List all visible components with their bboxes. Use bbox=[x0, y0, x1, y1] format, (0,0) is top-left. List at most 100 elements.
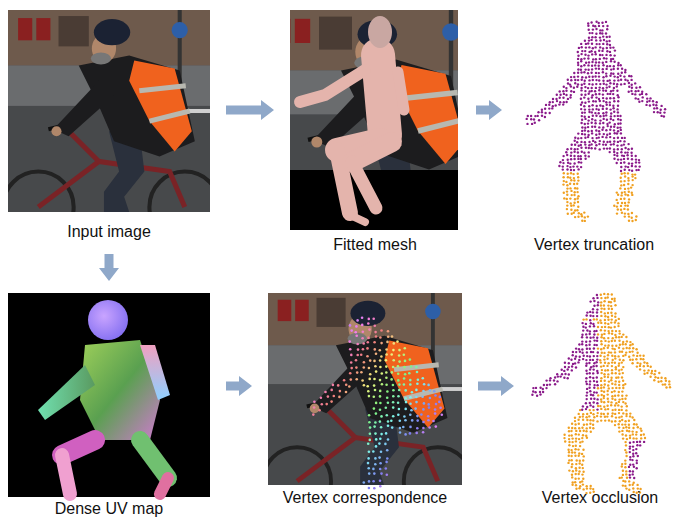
vertex-dot bbox=[423, 383, 426, 386]
vertex-dot bbox=[594, 36, 596, 38]
vertex-dot bbox=[605, 75, 607, 77]
vertex-dot bbox=[643, 433, 645, 435]
vertex-dot bbox=[566, 201, 568, 203]
vertex-dot bbox=[313, 401, 316, 404]
vertex-dot bbox=[575, 463, 577, 465]
vertex-dot bbox=[613, 137, 615, 139]
vertex-dot bbox=[618, 391, 620, 393]
panel-caption-row: Vertex occlusion bbox=[530, 488, 670, 508]
vertex-dot bbox=[582, 483, 584, 485]
vertex-dot bbox=[628, 201, 630, 203]
vertex-dot bbox=[623, 208, 625, 210]
vertex-dot bbox=[606, 43, 608, 45]
vertex-dot bbox=[580, 137, 582, 139]
vertex-dot bbox=[536, 395, 538, 397]
vertex-dot bbox=[356, 371, 359, 374]
vertex-dot bbox=[375, 412, 378, 415]
vertex-dot bbox=[554, 376, 556, 378]
vertex-dot bbox=[570, 202, 572, 204]
vertex-dot bbox=[592, 297, 594, 299]
vertex-dot bbox=[592, 140, 594, 142]
vertex-dot bbox=[587, 136, 589, 138]
vertex-dot bbox=[565, 181, 567, 183]
vertex-dot bbox=[617, 148, 619, 150]
vertex-dot bbox=[610, 68, 612, 70]
vertex-dot bbox=[568, 357, 570, 359]
vertex-dot bbox=[639, 165, 641, 167]
vertex-dot bbox=[626, 154, 628, 156]
vertex-dot bbox=[581, 322, 583, 324]
vertex-dot bbox=[552, 105, 554, 107]
vertex-dot bbox=[600, 413, 602, 415]
vertex-dot bbox=[375, 352, 378, 355]
vertex-dot bbox=[537, 111, 539, 113]
vertex-dot bbox=[631, 162, 633, 164]
vertex-dot bbox=[586, 394, 588, 396]
vertex-dot bbox=[594, 64, 596, 66]
vertex-dot bbox=[571, 434, 573, 436]
vertex-dot bbox=[618, 369, 620, 371]
vertex-dot bbox=[590, 412, 592, 414]
vertex-dot bbox=[613, 158, 615, 160]
vertex-dot bbox=[570, 205, 572, 207]
vertex-dot bbox=[580, 43, 582, 45]
vertex-dot bbox=[596, 315, 598, 317]
vertex-dot bbox=[581, 440, 583, 442]
vertex-dot bbox=[583, 211, 585, 213]
vertex-dot bbox=[570, 155, 572, 157]
vertex-dot bbox=[589, 348, 591, 350]
vertex-dot bbox=[569, 162, 571, 164]
vertex-dot bbox=[571, 451, 573, 453]
vertex-dot bbox=[312, 413, 315, 416]
vertex-dot bbox=[598, 65, 600, 67]
vertex-dot bbox=[629, 451, 631, 453]
vertex-dot bbox=[577, 137, 579, 139]
vertex-dot bbox=[628, 162, 630, 164]
vertex-dot bbox=[599, 148, 601, 150]
vertex-dot bbox=[416, 371, 419, 374]
vertex-dot bbox=[607, 373, 609, 375]
vertex-dot bbox=[569, 96, 571, 98]
vertex-dot bbox=[609, 129, 611, 131]
vertex-dot bbox=[588, 90, 590, 92]
vertex-dot bbox=[648, 100, 650, 102]
vertex-dot bbox=[616, 85, 618, 87]
vertex-dot bbox=[623, 180, 625, 182]
vertex-dot bbox=[622, 401, 624, 403]
vertex-dot bbox=[387, 330, 390, 333]
vertex-dot bbox=[585, 62, 587, 64]
vertex-dot bbox=[592, 311, 594, 313]
vertex-dot bbox=[582, 471, 584, 473]
vertex-dot bbox=[609, 65, 611, 67]
vertex-dot bbox=[587, 22, 589, 24]
vertex-dot bbox=[563, 434, 565, 436]
vertex-dot bbox=[638, 161, 640, 163]
vertex-dot bbox=[541, 115, 543, 117]
vertex-dot bbox=[606, 119, 608, 121]
vertex-dot bbox=[594, 119, 596, 121]
vertex-dot bbox=[374, 331, 377, 334]
vertex-dot bbox=[604, 408, 606, 410]
vertex-dot bbox=[575, 469, 577, 471]
vertex-dot bbox=[427, 419, 430, 422]
vertex-dot bbox=[633, 466, 635, 468]
vertex-dot bbox=[624, 466, 626, 468]
vertex-dot bbox=[574, 144, 576, 146]
vertex-dot bbox=[620, 83, 622, 85]
vertex-dot bbox=[589, 325, 591, 327]
vertex-dot bbox=[577, 58, 579, 60]
vertex-dot bbox=[604, 319, 606, 321]
vertex-dot bbox=[643, 441, 645, 443]
vertex-dot bbox=[580, 58, 582, 60]
vertex-dot bbox=[605, 54, 607, 56]
vertex-dot bbox=[584, 133, 586, 135]
vertex-dot bbox=[559, 101, 561, 103]
correspondence-photo bbox=[263, 292, 472, 515]
vertex-dot bbox=[592, 100, 594, 102]
vertex-dot bbox=[596, 337, 598, 339]
vertex-dot bbox=[622, 437, 624, 439]
vertex-dot bbox=[588, 151, 590, 153]
vertex-dot bbox=[596, 355, 598, 357]
vertex-dot bbox=[600, 390, 602, 392]
block-arrow bbox=[226, 376, 252, 396]
